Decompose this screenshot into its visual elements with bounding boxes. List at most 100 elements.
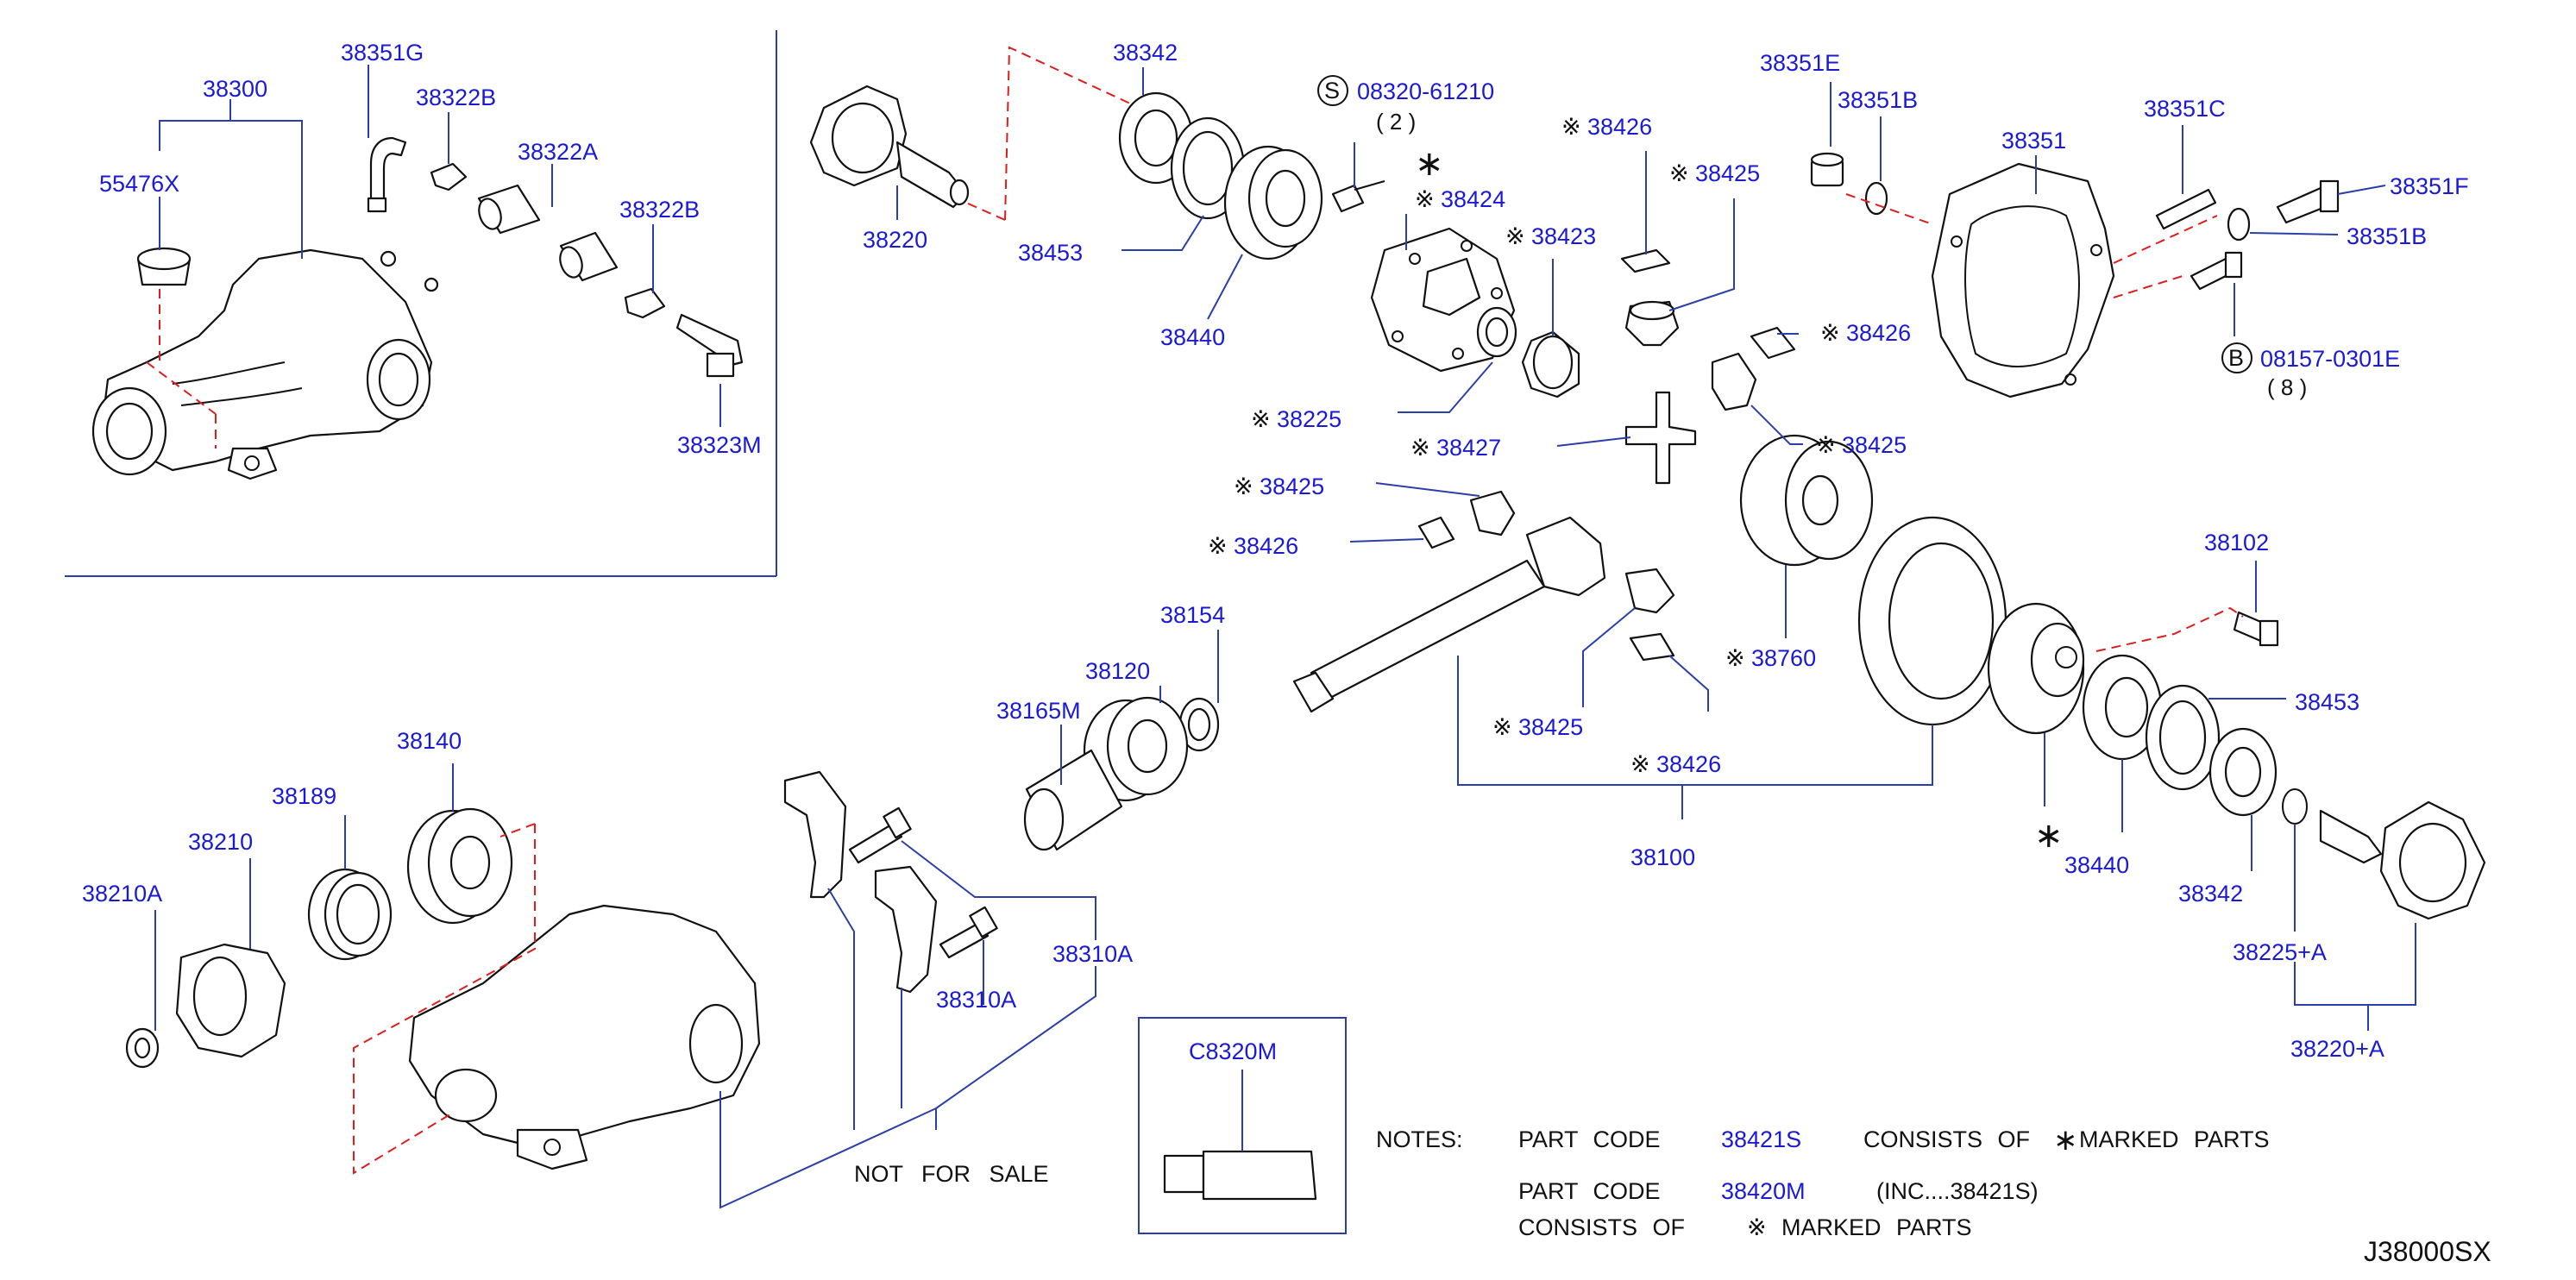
label-38440-bottom: 38440 [2064, 852, 2129, 878]
bolt-prefix-s: S [1324, 78, 1340, 104]
cover-stud-38351C [2155, 188, 2217, 230]
pinion-washer-38426-c [1417, 516, 1455, 549]
b-circle [2221, 342, 2252, 373]
label-38322b-1: 38322B [416, 85, 496, 110]
bolt-08320 [1331, 180, 1385, 213]
diagram-code: J38000SX [2364, 1236, 2491, 1267]
label-38351: 38351 [2001, 128, 2066, 154]
cover-plug-38351F [2276, 179, 2340, 224]
label-38322a: 38322A [518, 139, 598, 165]
pinion-washer-38426-d [1629, 632, 1675, 662]
cover-dashes [1845, 193, 2218, 298]
label-38225: 38225 [1277, 406, 1341, 432]
seal-38453-bottom [2145, 684, 2221, 791]
label-55476x: 55476X [99, 171, 179, 197]
notes-heading: NOTES: [1376, 1126, 1463, 1152]
qty-08157: ( 8 ) [2267, 374, 2307, 400]
inset-frame [65, 30, 777, 577]
leader-lines [154, 65, 2416, 1209]
label-08320: 08320-61210 [1357, 78, 1494, 104]
label-38220a: 38220+A [2290, 1036, 2384, 1062]
cap-bolt-38310A-b [939, 906, 998, 959]
notes-line3-ref: ※ [1747, 1214, 1767, 1240]
label-38425-a: 38425 [1695, 160, 1760, 186]
ref-38760: ※ [1725, 645, 1745, 671]
flange-38220A [2319, 800, 2486, 920]
pinion-gear-38425-d [1624, 568, 1675, 614]
label-38322b-2: 38322B [619, 197, 700, 223]
label-38427: 38427 [1436, 435, 1501, 461]
label-38453-bottom: 38453 [2295, 689, 2359, 715]
label-38220: 38220 [863, 227, 927, 253]
label-38310a-2: 38310A [936, 987, 1016, 1013]
notes-line2-inc: (INC....38421S) [1876, 1178, 2039, 1204]
ref-38426-b: ※ [1820, 320, 1840, 346]
circlip-38225A [2282, 788, 2308, 825]
label-c8320m: C8320M [1189, 1038, 1277, 1064]
qty-08320: ( 2 ) [1376, 109, 1416, 135]
label-38154: 38154 [1160, 602, 1225, 628]
label-38425-d: 38425 [1518, 714, 1583, 740]
label-38102: 38102 [2204, 530, 2269, 555]
pinion-gear-38425-b [1711, 352, 1757, 411]
label-38120: 38120 [1085, 658, 1150, 684]
label-38140: 38140 [397, 728, 462, 754]
label-38225a: 38225+A [2233, 939, 2327, 965]
label-38165m: 38165M [996, 698, 1081, 724]
spacer-38760 [1739, 434, 1874, 567]
cover-gasket-38351B-b [2227, 207, 2251, 242]
side-gear-38423 [1521, 330, 1580, 398]
notes-line1-star: ∗ [2053, 1124, 2078, 1157]
label-38426-a: 38426 [1587, 114, 1652, 140]
cover-gasket-38351B-a [1864, 181, 1888, 216]
notes-line1-mid: CONSISTS OF [1863, 1126, 2030, 1152]
label-38300: 38300 [203, 76, 267, 102]
s-circle [1317, 75, 1348, 106]
label-38351e: 38351E [1760, 50, 1840, 76]
pinion-gear-38425-a [1624, 300, 1680, 347]
notes-block: NOTES: PART CODE 38421S CONSISTS OF ∗ MA… [1376, 1124, 2270, 1240]
ref-38426-a: ※ [1561, 114, 1581, 140]
label-38189: 38189 [272, 783, 336, 809]
label-38440-top: 38440 [1160, 324, 1225, 350]
label-38351f: 38351F [2390, 173, 2469, 199]
bearing-cap-2 [874, 865, 938, 994]
flange-38210 [175, 943, 286, 1058]
pinion-gear-38425-c [1469, 490, 1516, 536]
notes-line2-prefix: PART CODE [1518, 1178, 1661, 1204]
ref-38425-d: ※ [1492, 714, 1512, 740]
not-for-sale: NOT FOR SALE [854, 1161, 1049, 1187]
ref-38424: ※ [1415, 186, 1435, 212]
ref-38426-d: ※ [1630, 751, 1650, 777]
ref-38225: ※ [1251, 406, 1271, 432]
label-38424: 38424 [1441, 186, 1505, 212]
label-38210: 38210 [188, 829, 253, 855]
pinion-shaft-38427 [1624, 391, 1697, 485]
carrier-assembly-38300 [91, 136, 744, 480]
spacer-38165M [1023, 749, 1123, 851]
label-38100: 38100 [1630, 844, 1695, 870]
label-38310a-1: 38310A [1052, 941, 1133, 967]
label-38760: 38760 [1751, 645, 1816, 671]
notes-line3-suffix: MARKED PARTS [1781, 1214, 1972, 1240]
carrier-body-bottom [408, 904, 761, 1170]
label-38351c: 38351C [2144, 96, 2226, 122]
label-38426-c: 38426 [1234, 533, 1298, 559]
cover-plug-38351E [1810, 152, 1844, 187]
ref-38425-c: ※ [1234, 474, 1253, 499]
notes-line1-code: 38421S [1721, 1126, 1801, 1152]
label-38323m: 38323M [677, 432, 762, 458]
cover-bolt-08157 [2190, 251, 2243, 291]
rear-cover-38351 [1931, 162, 2115, 398]
label-08157: 08157-0301E [2260, 346, 2400, 372]
notes-line3-prefix: CONSISTS OF [1518, 1214, 1685, 1240]
label-38351b-2: 38351B [2347, 223, 2427, 249]
flange-dashes [965, 46, 1131, 221]
nut-38210A [125, 1027, 160, 1069]
label-38425-b: 38425 [1842, 432, 1907, 458]
label-38210a: 38210A [82, 881, 162, 907]
ref-38426-c: ※ [1208, 533, 1228, 559]
bolt-dash [2095, 606, 2244, 652]
c8320m-box [1138, 1017, 1347, 1234]
